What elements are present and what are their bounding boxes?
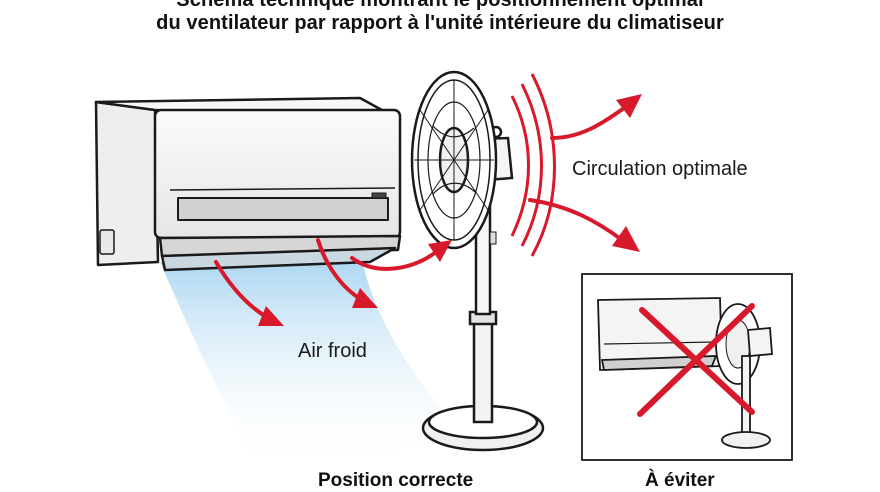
airflow-arrows (214, 106, 626, 320)
caption-avoid: À éviter (645, 470, 715, 491)
stand-fan (410, 70, 545, 452)
arrow-cold-down-2 (316, 238, 364, 302)
arrow-cold-down-1 (214, 260, 270, 320)
caption-correct-position: Position correcte (318, 470, 474, 491)
title-line-2: du ventilateur par rapport à l'unité int… (156, 12, 724, 34)
ac-indoor-unit (94, 96, 402, 272)
title-line-1: Schéma technique montrant le positionnem… (176, 0, 704, 11)
arrow-circulation-upper (550, 106, 626, 140)
avoid-cross-icon (637, 303, 755, 417)
diagram-illustration (94, 70, 793, 470)
label-cold-air: Air froid (298, 340, 367, 362)
air-waves (510, 73, 556, 257)
cold-air-stream (160, 250, 470, 470)
arrow-heads (258, 94, 642, 326)
label-circulation: Circulation optimale (572, 158, 748, 180)
arrow-circulation-lower (528, 198, 624, 242)
arrow-to-fan (350, 250, 438, 271)
